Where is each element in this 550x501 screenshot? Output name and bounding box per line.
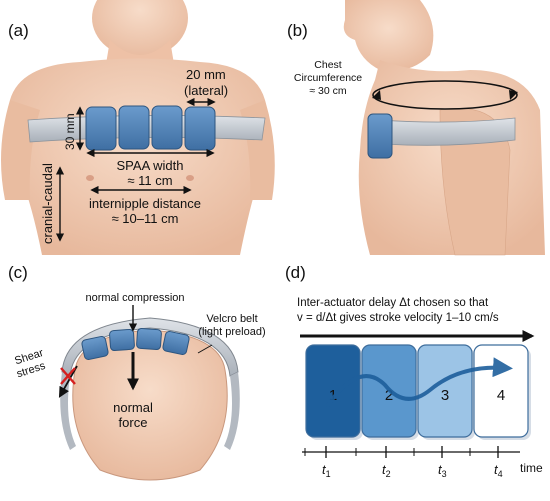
panel-label-b: (b) bbox=[287, 21, 308, 40]
actuator-pad bbox=[184, 106, 216, 151]
child-head bbox=[343, 0, 434, 71]
panel-c: (c) normal compression Velcro belt (ligh… bbox=[8, 263, 266, 481]
belt-leader-line bbox=[197, 344, 213, 354]
spaa-width-value: ≈ 11 cm bbox=[127, 173, 172, 188]
panel-b: (b) Chest Circumference ≈ 30 cm bbox=[287, 0, 545, 256]
stroke-wave-arrow bbox=[326, 357, 513, 407]
lateral-width-label: 20 mm bbox=[186, 67, 226, 82]
panel-label-c: (c) bbox=[8, 263, 28, 282]
chest-circumference-line1: Chest bbox=[314, 59, 342, 71]
actuator-number: 3 bbox=[441, 387, 449, 404]
delay-text-line2: v = d/Δt gives stroke velocity 1–10 cm/s bbox=[297, 312, 499, 324]
belt-b bbox=[379, 117, 516, 146]
normal-compression-label: normal compression bbox=[85, 292, 184, 304]
internipple-label: internipple distance bbox=[89, 196, 201, 211]
shear-cross-icon bbox=[60, 367, 76, 385]
spaa-width-label: SPAA width bbox=[117, 158, 184, 173]
actuator-number: 2 bbox=[385, 387, 393, 404]
lateral-width-sub: (lateral) bbox=[184, 83, 228, 98]
actuator-box: 4 bbox=[473, 344, 531, 440]
actuator-pad bbox=[151, 105, 183, 150]
time-ticks: t1 t2 t3 t4 bbox=[304, 446, 503, 479]
chest-circumference-value: ≈ 30 cm bbox=[309, 85, 347, 97]
actuator-pad bbox=[109, 328, 135, 352]
panel-d: (d) Inter-actuator delay Δt chosen so th… bbox=[285, 263, 543, 479]
cranial-caudal-label: cranial-caudal bbox=[40, 163, 55, 244]
shear-arrow bbox=[58, 365, 78, 398]
time-tick-label: t4 bbox=[494, 462, 503, 479]
belt-label-line2: (light preload) bbox=[198, 326, 265, 338]
actuator-array-c bbox=[81, 327, 190, 361]
time-tick-label: t3 bbox=[438, 462, 447, 479]
actuator-pad bbox=[162, 330, 190, 356]
panel-a: (a) 20 mm (lateral) 30 mm SPAA width ≈ 1… bbox=[1, 0, 275, 255]
normal-force-label-line1: normal bbox=[113, 400, 153, 415]
internipple-value: ≈ 10–11 cm bbox=[112, 211, 179, 226]
panel-label-d: (d) bbox=[285, 263, 306, 282]
infant-head bbox=[92, 0, 188, 58]
panel-label-a: (a) bbox=[8, 21, 29, 40]
belt-label-line1: Velcro belt bbox=[206, 313, 257, 325]
delay-text-line1: Inter-actuator delay Δt chosen so that bbox=[297, 297, 489, 309]
time-tick-label: t2 bbox=[382, 462, 391, 479]
nipple bbox=[186, 175, 194, 181]
actuator-pad bbox=[81, 335, 109, 361]
actuator-number: 4 bbox=[497, 387, 505, 404]
chest-circumference-line2: Circumference bbox=[294, 72, 362, 84]
circumference-arrow bbox=[372, 80, 518, 110]
nipple bbox=[86, 175, 94, 181]
actuator-box: 1 bbox=[305, 344, 363, 440]
belt-c-side-right bbox=[224, 372, 240, 450]
time-axis-label: time bbox=[520, 461, 543, 475]
circumference-arrow-head-left bbox=[372, 90, 381, 100]
actuator-pad bbox=[85, 106, 117, 151]
actuator-pad bbox=[118, 105, 150, 150]
time-tick-label: t1 bbox=[322, 462, 331, 479]
normal-force-label-line2: force bbox=[119, 415, 148, 430]
height-label: 30 mm bbox=[63, 113, 77, 150]
actuator-pad-side bbox=[367, 113, 393, 159]
circumference-arrow-head-right bbox=[509, 90, 518, 100]
actuator-pad bbox=[136, 327, 162, 351]
